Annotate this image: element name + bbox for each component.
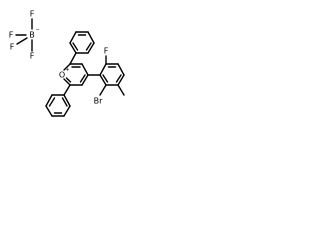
bond-inner (115, 74, 122, 83)
bond-c6-ph-bottom (63, 84, 71, 96)
molecule-drawing: F F F F B − (9, 10, 125, 117)
fluorine-label-aryl: F (104, 47, 109, 56)
bond-inner (72, 42, 79, 51)
aryl-ring-substituted (99, 63, 125, 86)
bond (99, 74, 107, 86)
bond (99, 63, 107, 76)
bond-inner (61, 97, 68, 107)
bond (63, 105, 71, 117)
pyrylium-ring (63, 63, 89, 86)
bond-inner (65, 77, 72, 83)
bond-b-f-leftlow (16, 37, 28, 45)
bond (87, 31, 95, 44)
fluorine-label-leftlow: F (10, 43, 15, 52)
bond (63, 94, 71, 107)
oxygen-label: O (59, 71, 65, 80)
bond-inner (85, 42, 92, 51)
bromine-label: Br (94, 97, 103, 106)
fluorine-label-left: F (9, 31, 14, 40)
boron-label: B (29, 31, 35, 40)
bond-inner (79, 74, 86, 83)
bond (117, 74, 125, 86)
structure-canvas: F F F F B − (0, 0, 152, 152)
bond-aryl-methyl (117, 84, 125, 96)
bond-c6-o1 (63, 78, 71, 86)
phenyl-ring-top (69, 31, 95, 54)
bond (117, 63, 125, 76)
phenyl-ring-bottom (45, 94, 71, 117)
bond (45, 105, 53, 117)
anion-charge: − (36, 27, 40, 33)
bond-aryl-br (99, 84, 107, 96)
bond-c4-c5 (81, 74, 89, 86)
cation-charge: + (66, 67, 70, 73)
bond-ph-top-c2 (69, 52, 77, 65)
fluorine-label-bottom: F (30, 52, 35, 61)
bond-inner (102, 74, 109, 83)
fluorine-label-top: F (30, 10, 35, 19)
tetrafluoroborate-anion: F F F F B − (9, 10, 40, 61)
bond (45, 94, 53, 107)
bond-o1-c2 (63, 63, 71, 71)
bond (87, 42, 95, 54)
bond-inner (48, 97, 56, 107)
bond (69, 42, 77, 54)
bond-c3-c4 (81, 63, 89, 76)
bond (69, 31, 77, 44)
